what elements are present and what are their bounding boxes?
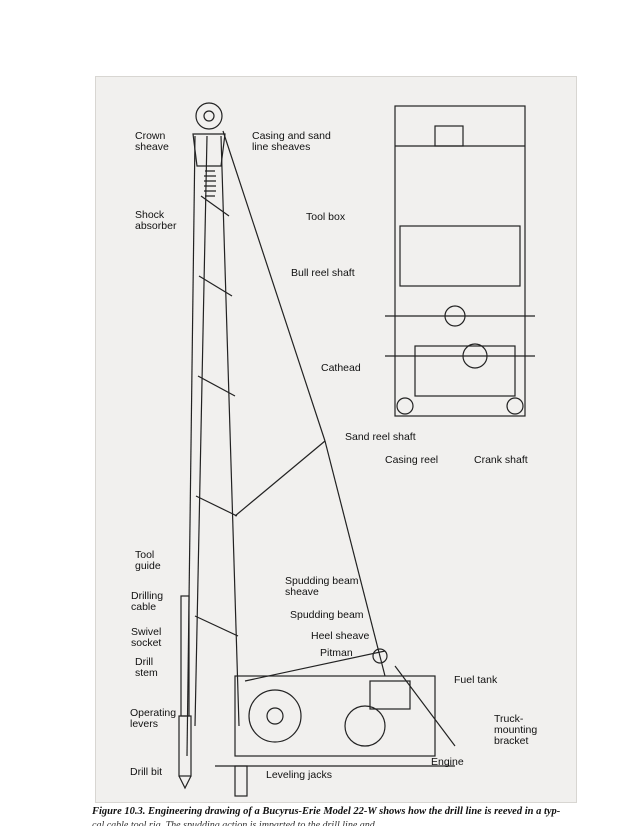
label-pitman: Pitman bbox=[320, 647, 353, 659]
figure-caption: Figure 10.3. Engineering drawing of a Bu… bbox=[92, 806, 561, 817]
crown-sheave bbox=[192, 102, 226, 167]
label-fuel-tank: Fuel tank bbox=[454, 674, 498, 686]
label-drill-bit: Drill bit bbox=[130, 766, 163, 778]
label-drilling-cable: Drilling cable bbox=[131, 590, 164, 613]
label-spudding-beam-sheave: Spudding beam sheave bbox=[285, 575, 359, 598]
label-tool-box: Tool box bbox=[306, 211, 346, 223]
label-spudding-beam: Spudding beam bbox=[290, 609, 364, 621]
label-truck-mounting-bracket: Truck- mounting bracket bbox=[494, 713, 538, 747]
label-operating-levers: Operating levers bbox=[130, 707, 177, 730]
label-casing-reel: Casing reel bbox=[385, 454, 439, 466]
drum-assembly bbox=[385, 105, 535, 417]
label-sand-reel-shaft: Sand reel shaft bbox=[345, 431, 416, 443]
figure-caption-line2: cal cable tool rig. The spudding action … bbox=[92, 820, 383, 826]
label-drill-stem: Drill stem bbox=[135, 656, 158, 679]
truck-base bbox=[215, 665, 456, 797]
label-casing-sand-line-sheaves: Casing and sand line sheaves bbox=[252, 130, 331, 153]
boom-line bbox=[222, 130, 386, 677]
label-cathead: Cathead bbox=[321, 362, 361, 374]
scanned-page bbox=[95, 76, 577, 803]
label-engine: Engine bbox=[431, 756, 464, 768]
label-bull-reel-shaft: Bull reel shaft bbox=[291, 267, 355, 279]
label-crank-shaft: Crank shaft bbox=[474, 454, 528, 466]
label-leveling-jacks: Leveling jacks bbox=[266, 769, 332, 781]
rig-drawing bbox=[178, 102, 535, 797]
label-tool-guide: Tool guide bbox=[135, 549, 161, 572]
mast bbox=[194, 135, 240, 727]
shock-absorber bbox=[204, 170, 216, 197]
label-heel-sheave: Heel sheave bbox=[311, 630, 370, 642]
spudding-beam bbox=[244, 648, 388, 682]
label-swivel-socket: Swivel socket bbox=[131, 626, 162, 649]
label-shock-absorber: Shock absorber bbox=[135, 209, 177, 232]
drill-line bbox=[186, 135, 196, 757]
drill-stem bbox=[178, 595, 192, 790]
label-crown-sheave: Crown sheave bbox=[135, 130, 169, 153]
